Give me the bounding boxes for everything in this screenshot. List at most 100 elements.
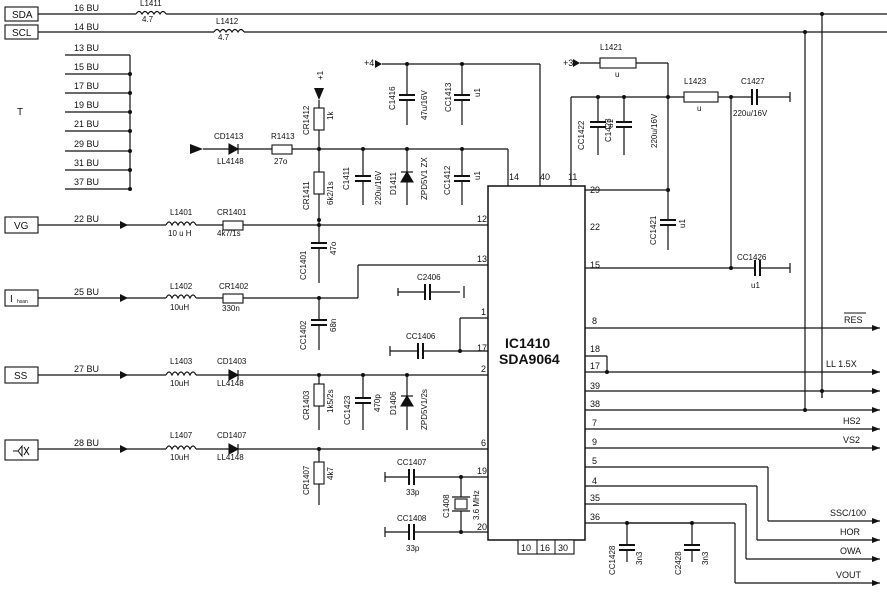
l1412-label: L1412 (216, 17, 239, 26)
cc1426-label: CC1426 (737, 253, 767, 262)
output-vout: VOUT (836, 570, 862, 580)
cc1412-label: CC1412 (443, 165, 452, 195)
c1416-value: 47u/16V (420, 90, 429, 120)
cc1408-value: 33p (406, 544, 420, 553)
c1416-label: C1416 (388, 86, 397, 110)
cc1428-label: CC1428 (608, 545, 617, 575)
pin-17-left: 17 (477, 343, 487, 353)
cd1407-label: CD1407 (217, 431, 247, 440)
c1427-value: 220u/16V (733, 109, 768, 118)
vg-input: 22 BU L1401 10 u H CR1401 4k7/1s CC1401 … (38, 208, 488, 283)
cc1428-value: 3n3 (635, 551, 644, 565)
output-res: RES (844, 315, 863, 325)
cc1423-label: CC1423 (343, 395, 352, 425)
output-ll15x: LL 1.5X (826, 359, 857, 369)
pin-17: 17 (590, 361, 600, 371)
pin-4: 4 (592, 476, 597, 486)
cc1408-label: CC1408 (397, 514, 427, 523)
d1411-label: D1411 (389, 171, 398, 195)
cc1402-label: CC1402 (299, 320, 308, 350)
bu-22: 22 BU (74, 214, 99, 224)
connector-sda-label: SDA (12, 10, 33, 21)
cr1401-label: CR1401 (217, 208, 247, 217)
l1401-label: L1401 (170, 208, 193, 217)
pin-18: 18 (590, 344, 600, 354)
cr1402-label: CR1402 (219, 282, 249, 291)
l1403-label: L1403 (170, 357, 193, 366)
output-hor: HOR (840, 527, 861, 537)
cr1403-value: 1k5/2s (326, 389, 335, 413)
c1423-label: C1423 (604, 118, 613, 142)
output-owa: OWA (840, 546, 861, 556)
cr1411-value: 6k2/1s (326, 181, 335, 205)
q1408-label: C1408 (442, 494, 451, 518)
mute-input: 28 BU L1407 10uH CD1407 LL4148 CR1407 4k… (38, 431, 488, 553)
l1407-label: L1407 (170, 431, 193, 440)
connector-scl-label: SCL (12, 28, 32, 39)
output-vs2: VS2 (843, 435, 860, 445)
pin-9: 9 (592, 437, 597, 447)
ic1410: IC1410 SDA9064 10 16 30 14 40 11 12 13 1… (477, 172, 600, 555)
pin-36: 36 (590, 512, 600, 522)
ic-name: IC1410 (505, 335, 550, 351)
bu-15: 15 BU (74, 62, 99, 72)
pin-11: 11 (568, 172, 577, 182)
l1402-label: L1402 (170, 282, 193, 291)
bu-31: 31 BU (74, 158, 99, 168)
bu-27: 27 BU (74, 364, 99, 374)
connector-ss-label: SS (14, 371, 28, 382)
l1412-value: 4.7 (218, 33, 230, 42)
bu-21: 21 BU (74, 119, 99, 129)
c2428-value: 3n3 (701, 551, 710, 565)
pin-20: 20 (477, 522, 487, 532)
pin-39: 39 (590, 381, 600, 391)
pin-13: 13 (477, 254, 487, 264)
connector-i: I hsan (4, 289, 39, 307)
pin-35: 35 (590, 493, 600, 503)
pin-19: 19 (477, 466, 487, 476)
cc1421-value: u1 (678, 219, 687, 228)
bu-13: 13 BU (74, 43, 99, 53)
l1421-value: u (615, 70, 619, 79)
pin-10: 10 (521, 543, 531, 553)
l1423-value: u (697, 104, 701, 113)
pin-7: 7 (592, 418, 597, 428)
bu-28: 28 BU (74, 438, 99, 448)
output-wires: RES LL 1.5X HS2 VS2 SSC/100 (585, 12, 880, 586)
ic-part: SDA9064 (499, 351, 560, 367)
bu-14: 14 BU (74, 22, 99, 32)
connector-mute (4, 439, 39, 461)
l1402-value: 10uH (170, 303, 189, 312)
cc1401-label: CC1401 (299, 250, 308, 280)
ss-input: 27 BU L1403 10uH CD1403 LL4148 CR1403 1k… (38, 357, 488, 430)
pin-2: 2 (481, 364, 486, 374)
connector-scl: SCL (4, 24, 39, 40)
cd1403-label: CD1403 (217, 357, 247, 366)
cr1412-value: 1k (326, 111, 335, 120)
l1401-value: 10 u H (168, 229, 192, 238)
cr1401-value: 4k7/1s (217, 229, 241, 238)
pin-6: 6 (481, 438, 486, 448)
pin-5: 5 (592, 456, 597, 466)
c1423-value: 220u/16V (650, 113, 659, 148)
cr1411-label: CR1411 (302, 181, 311, 210)
l1407-value: 10uH (170, 453, 189, 462)
cd1403-value: LL4148 (217, 379, 244, 388)
cr1407-value: 4k7 (326, 467, 335, 480)
reference-network: +1 CR1412 1k CD1413 LL4148 R1413 27o CR1… (190, 70, 509, 243)
connector-vg: VG (4, 216, 39, 234)
bu-25: 25 BU (74, 287, 99, 297)
r1413-label: R1413 (271, 132, 295, 141)
cd1407-value: LL4148 (217, 453, 244, 462)
cc1412-value: u1 (473, 171, 482, 180)
bu-19: 19 BU (74, 100, 99, 110)
cc1422-label: CC1422 (577, 120, 586, 150)
cc1401-value: 47o (329, 241, 338, 255)
cc1407-label: CC1407 (397, 458, 427, 467)
d1406-value: ZPD5V1/2s (420, 389, 429, 430)
d1406-label: D1406 (389, 391, 398, 415)
l1423-label: L1423 (684, 77, 707, 86)
pin-12: 12 (477, 214, 487, 224)
bu-37: 37 BU (74, 177, 99, 187)
